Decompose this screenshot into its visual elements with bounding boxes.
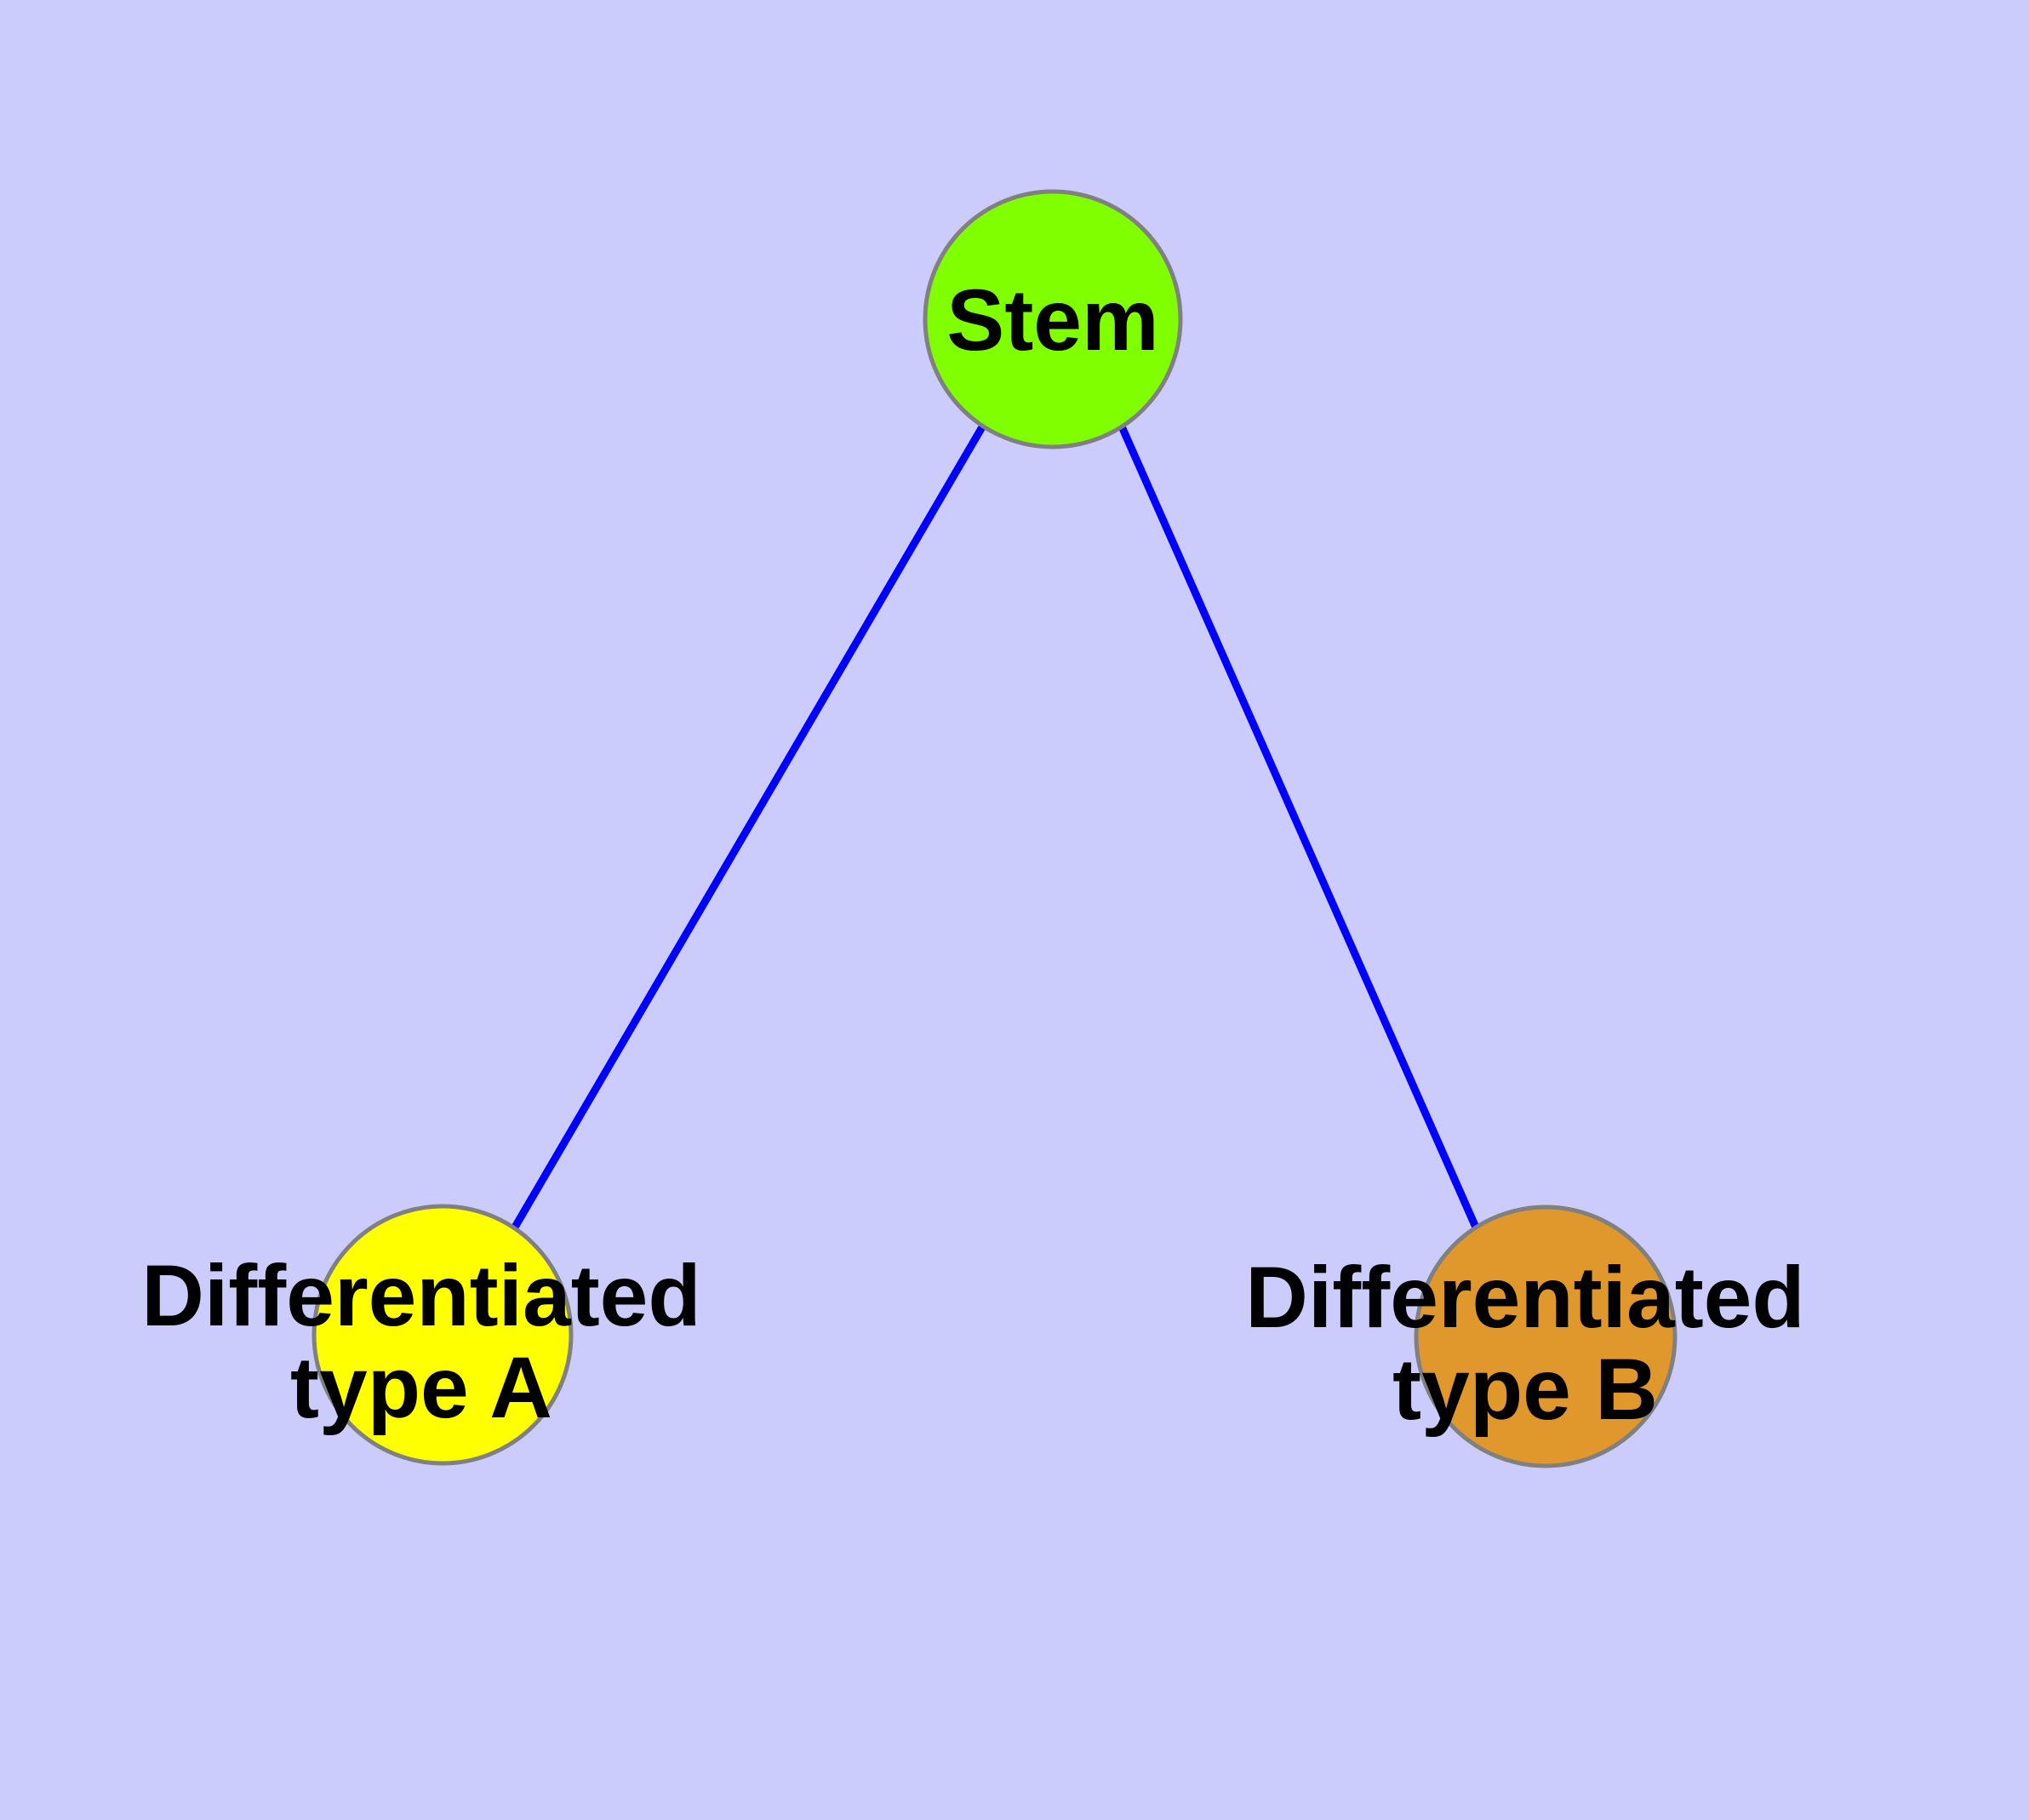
edge-stem-to-diff-b[interactable] xyxy=(1117,425,1481,1231)
node-diff-b-circle[interactable] xyxy=(1414,1205,1677,1468)
edge-layer xyxy=(510,423,1481,1233)
node-layer xyxy=(311,189,1677,1468)
node-stem-circle[interactable] xyxy=(923,189,1183,449)
edge-stem-to-diff-a[interactable] xyxy=(510,423,986,1233)
node-diff-a-circle[interactable] xyxy=(311,1204,574,1466)
